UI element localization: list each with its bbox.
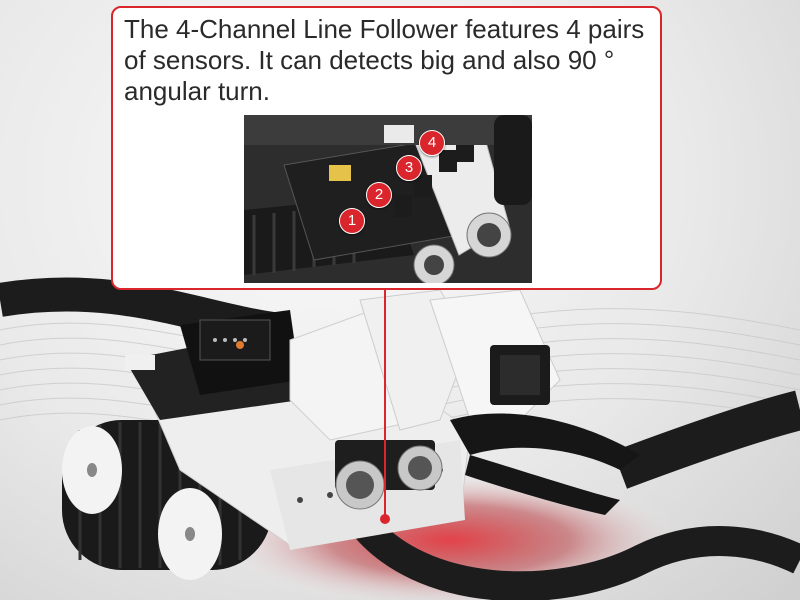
sensor-badge-4: 4 (419, 130, 445, 156)
sensor-badge-1: 1 (339, 208, 365, 234)
controller-board (125, 310, 300, 420)
feature-callout: The 4-Channel Line Follower features 4 p… (111, 6, 662, 290)
callout-leader-line (384, 290, 386, 518)
callout-leader-dot (380, 514, 390, 524)
callout-description: The 4-Channel Line Follower features 4 p… (124, 14, 645, 106)
line-follower-closeup: 1 2 3 4 (244, 115, 532, 283)
sensor-badge-3: 3 (396, 155, 422, 181)
sensor-badge-2: 2 (366, 182, 392, 208)
robot-arm (289, 289, 640, 515)
